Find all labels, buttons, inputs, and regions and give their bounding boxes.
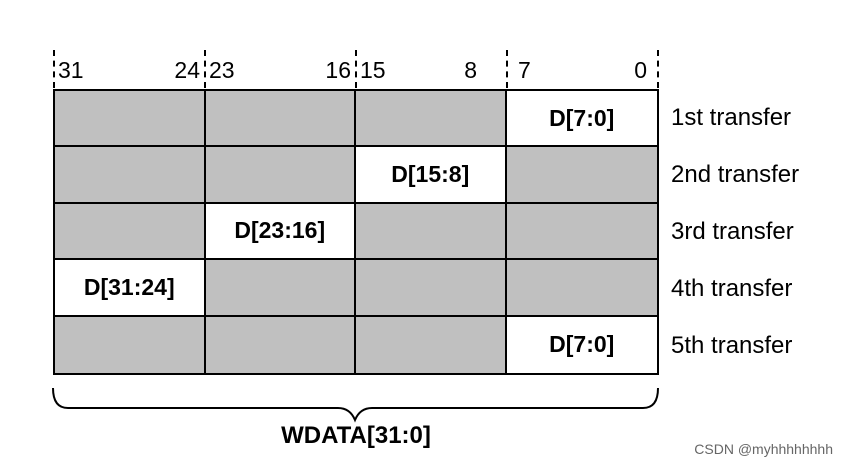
inactive-byte-cell xyxy=(506,260,657,317)
bus-brace-icon xyxy=(52,387,659,423)
bus-label: WDATA[31:0] xyxy=(281,422,431,449)
row-label-3rd-transfer: 3rd transfer xyxy=(671,218,794,245)
inactive-byte-cell xyxy=(55,91,206,148)
inactive-byte-cell xyxy=(205,260,356,317)
lane-boundary-line xyxy=(53,50,55,88)
inactive-byte-cell xyxy=(356,203,507,261)
lane-boundary-line xyxy=(506,50,508,88)
active-byte-cell: D[7:0] xyxy=(506,316,657,373)
active-byte-cell: D[15:8] xyxy=(356,147,507,204)
row-label-2nd-transfer: 2nd transfer xyxy=(671,161,800,188)
row-label-1st-transfer: 1st transfer xyxy=(671,104,792,131)
inactive-byte-cell xyxy=(506,203,657,261)
lane-boundary-line xyxy=(657,50,659,88)
row-label-5th-transfer: 5th transfer xyxy=(671,332,793,359)
inactive-byte-cell xyxy=(356,316,507,373)
inactive-byte-cell xyxy=(55,147,206,204)
inactive-byte-cell xyxy=(205,147,356,204)
active-byte-cell: D[23:16] xyxy=(205,203,356,261)
inactive-byte-cell xyxy=(356,91,507,148)
inactive-byte-cell xyxy=(356,260,507,317)
inactive-byte-cell xyxy=(55,316,206,373)
byte-lane-grid: D[7:0]D[15:8]D[23:16]D[31:24]D[7:0] xyxy=(53,89,659,375)
row-label-4th-transfer: 4th transfer xyxy=(671,275,793,302)
lane-boundary-line xyxy=(355,50,357,88)
lane-boundary-line xyxy=(204,50,206,88)
inactive-byte-cell xyxy=(205,316,356,373)
bit-label-7: 7 xyxy=(518,57,531,83)
bit-label-0: 0 xyxy=(634,57,647,83)
watermark: CSDN @myhhhhhhhh xyxy=(694,441,833,457)
bit-label-31: 31 xyxy=(58,57,84,83)
inactive-byte-cell xyxy=(506,147,657,204)
bit-label-24: 24 xyxy=(174,57,200,83)
inactive-byte-cell xyxy=(55,203,206,261)
inactive-byte-cell xyxy=(205,91,356,148)
active-byte-cell: D[31:24] xyxy=(55,260,206,317)
bit-label-16: 16 xyxy=(325,57,351,83)
active-byte-cell: D[7:0] xyxy=(506,91,657,148)
bit-label-8: 8 xyxy=(464,57,477,83)
bit-label-23: 23 xyxy=(209,57,235,83)
bit-label-15: 15 xyxy=(360,57,386,83)
